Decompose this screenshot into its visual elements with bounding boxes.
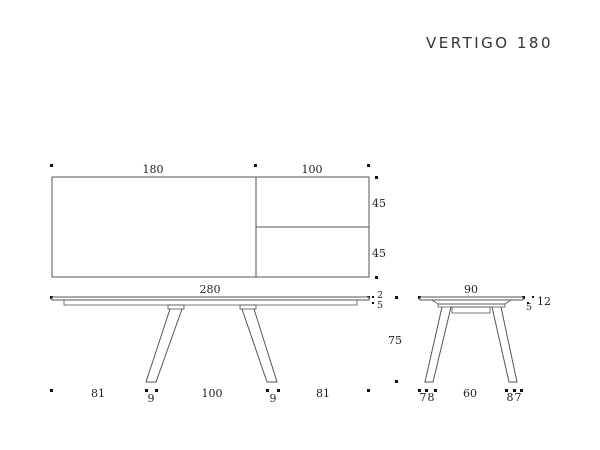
side-table-top <box>419 296 524 301</box>
dim-side-overhang-left: 7 <box>420 391 427 404</box>
dim-extension-width: 100 <box>302 163 323 176</box>
dim-overhang-left: 81 <box>91 387 105 400</box>
dimension-marker <box>145 389 148 392</box>
side-elevation: 90 5 12 7 8 60 8 7 <box>418 283 551 404</box>
front-apron <box>63 299 358 306</box>
left-leg <box>145 308 183 383</box>
dimension-marker <box>155 389 158 392</box>
dimension-marker <box>254 164 257 167</box>
right-leg <box>241 308 278 383</box>
dim-between-legs: 100 <box>202 387 223 400</box>
dim-side-overhang-right: 7 <box>515 391 522 404</box>
dim-extended-width: 280 <box>200 283 221 296</box>
dim-overhang-right: 81 <box>316 387 330 400</box>
dimension-marker <box>375 276 378 279</box>
dim-leg-right: 9 <box>270 392 277 405</box>
side-right-leg <box>491 306 518 383</box>
dimension-marker <box>277 389 280 392</box>
front-elevation: 280 2 5 75 81 9 100 9 81 <box>50 283 402 405</box>
dimension-marker <box>375 176 378 179</box>
plan-view: 180 100 45 45 <box>50 163 386 279</box>
dim-side-thickness: 12 <box>537 295 551 308</box>
dimension-marker <box>513 389 516 392</box>
dim-apron-front: 5 <box>377 300 383 311</box>
dimension-marker <box>418 389 421 392</box>
dimension-marker <box>425 389 428 392</box>
dimension-marker <box>527 302 529 304</box>
side-apron <box>437 303 506 308</box>
dimension-marker <box>395 296 398 299</box>
dim-depth-a: 45 <box>372 197 386 210</box>
dimension-marker <box>520 389 523 392</box>
dim-side-depth: 90 <box>464 283 478 296</box>
front-table-top <box>51 296 370 301</box>
dimension-marker <box>372 296 374 298</box>
dimension-marker <box>50 164 53 167</box>
dim-depth-b: 45 <box>372 247 386 260</box>
dim-side-apron: 5 <box>526 302 532 313</box>
side-support <box>451 306 491 314</box>
dimension-marker <box>50 389 53 392</box>
dimension-marker <box>266 389 269 392</box>
dim-closed-width: 180 <box>143 163 164 176</box>
left-leg-bracket <box>167 304 185 310</box>
right-leg-bracket <box>239 304 257 310</box>
dim-side-leg-left: 8 <box>428 391 435 404</box>
dimension-marker <box>367 164 370 167</box>
dimension-marker <box>395 380 398 383</box>
dimension-marker <box>434 389 437 392</box>
dim-side-leg-right: 8 <box>507 391 514 404</box>
dim-top-thickness: 2 <box>377 290 383 301</box>
dimension-marker <box>505 389 508 392</box>
dim-height: 75 <box>388 334 402 347</box>
side-left-leg <box>424 306 452 383</box>
dimension-marker <box>532 296 534 298</box>
dimension-marker <box>367 389 370 392</box>
side-top-bevel <box>431 299 512 305</box>
dim-side-between-legs: 60 <box>463 387 477 400</box>
dimension-marker <box>372 302 374 304</box>
product-title: VERTIGO 180 <box>426 34 553 52</box>
dim-leg-left: 9 <box>148 392 155 405</box>
